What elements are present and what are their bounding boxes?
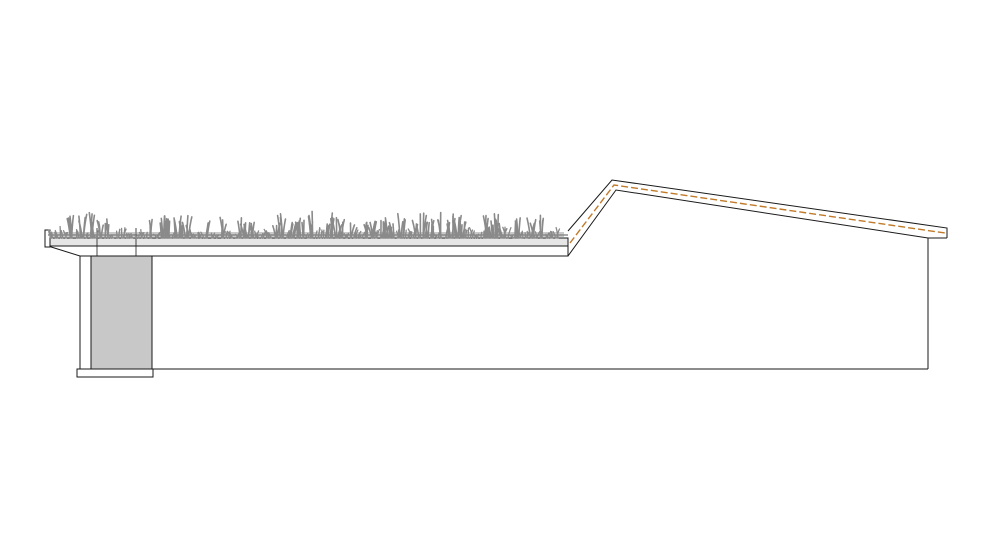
sloped-roof-outer	[567, 179, 948, 238]
plant-tuft	[120, 227, 127, 239]
slab-top-layer	[47, 237, 569, 247]
plant-tuft	[552, 226, 561, 239]
plant-tuft	[243, 222, 252, 239]
plant-tuft	[380, 219, 387, 239]
sloped-roof-inner	[567, 189, 947, 257]
plant-tuft	[267, 232, 273, 239]
plant-tuft	[59, 225, 64, 239]
plant-tuft	[432, 232, 440, 239]
sloped-roof	[567, 179, 948, 257]
plant-tuft	[468, 227, 475, 239]
plant-tuft	[374, 228, 381, 239]
plant-tuft	[104, 218, 110, 239]
plant-tuft	[424, 220, 430, 239]
plant-tuft	[349, 222, 358, 239]
plant-tuft	[214, 234, 220, 239]
plant-tuft	[263, 228, 270, 239]
plant-tuft	[307, 210, 314, 239]
plant-tuft	[517, 230, 524, 239]
plant-tuft	[205, 220, 211, 239]
plant-tuft	[473, 233, 480, 239]
fascia-cap	[44, 229, 51, 248]
plant-tuft	[62, 230, 69, 239]
plant-tuft	[250, 221, 255, 239]
plant-tuft	[178, 220, 184, 239]
plant-tuft	[210, 232, 216, 239]
plant-tuft	[289, 221, 299, 239]
plant-tuft	[482, 214, 490, 239]
slab-body	[47, 245, 569, 257]
wall-outline	[152, 238, 929, 370]
plant-tuft	[502, 226, 512, 239]
plant-tuft	[387, 221, 395, 239]
plant-tuft	[337, 218, 346, 239]
plant-tuft	[545, 232, 550, 239]
plant-tuft	[188, 228, 195, 239]
plant-tuft	[78, 213, 88, 239]
plant-tuft	[173, 215, 182, 239]
plant-tuft	[384, 217, 391, 239]
plant-tuft	[411, 219, 420, 239]
column-footing	[76, 368, 154, 378]
plant-tuft	[419, 212, 428, 239]
plant-tuft	[163, 215, 171, 239]
plant-tuft	[234, 232, 240, 239]
sloped-roof-membrane	[569, 184, 946, 244]
plant-tuft	[445, 221, 451, 239]
plant-tuft	[181, 214, 193, 239]
plant-tuft	[538, 214, 545, 239]
plant-tuft	[493, 213, 500, 239]
plant-tuft	[260, 232, 266, 239]
plant-tuft	[358, 231, 366, 239]
plant-tuft	[237, 217, 246, 239]
plant-tuft	[48, 229, 54, 239]
plant-tuft	[66, 214, 75, 239]
plant-tuft	[159, 215, 167, 239]
support-column	[79, 255, 153, 370]
plant-tuft	[254, 230, 260, 239]
plant-tuft	[108, 234, 115, 239]
plant-tuft	[329, 212, 335, 239]
plant-tuft	[54, 229, 59, 239]
plant-tuft	[75, 228, 80, 239]
plant-tuft	[430, 218, 435, 239]
plant-tuft	[320, 229, 325, 239]
plant-tuft	[85, 232, 90, 239]
plant-tuft	[343, 232, 350, 239]
column-core	[90, 255, 153, 370]
green-roof-planting	[48, 210, 564, 239]
plant-tuft	[367, 220, 378, 239]
plant-tuft	[487, 220, 495, 239]
plant-tuft	[276, 213, 287, 239]
plant-tuft	[197, 231, 205, 239]
plant-tuft	[272, 222, 281, 239]
plant-tuft	[514, 217, 521, 239]
plant-tuft	[363, 221, 369, 239]
plant-tuft	[115, 228, 121, 239]
plant-tuft	[148, 218, 153, 239]
plant-tuft	[297, 219, 305, 239]
plant-tuft	[141, 231, 148, 239]
plant-tuft	[526, 217, 537, 239]
plant-tuft	[96, 219, 104, 239]
plant-tuft	[464, 227, 470, 239]
plant-tuft	[127, 232, 134, 239]
plant-tuft	[88, 211, 96, 239]
plant-tuft	[397, 212, 406, 239]
plant-tuft	[226, 230, 234, 239]
plant-tuft	[138, 228, 145, 239]
plant-tuft	[314, 227, 321, 239]
plant-tuft	[531, 230, 541, 239]
plant-tuft	[219, 216, 227, 239]
plant-tuft	[452, 214, 462, 239]
plant-tuft	[153, 231, 161, 239]
plant-tuft	[459, 218, 467, 239]
plant-tuft	[548, 230, 554, 239]
ground-cover-band	[50, 232, 564, 238]
plant-tuft	[324, 223, 331, 239]
plant-tuft	[437, 211, 442, 239]
plant-tuft	[133, 233, 140, 239]
